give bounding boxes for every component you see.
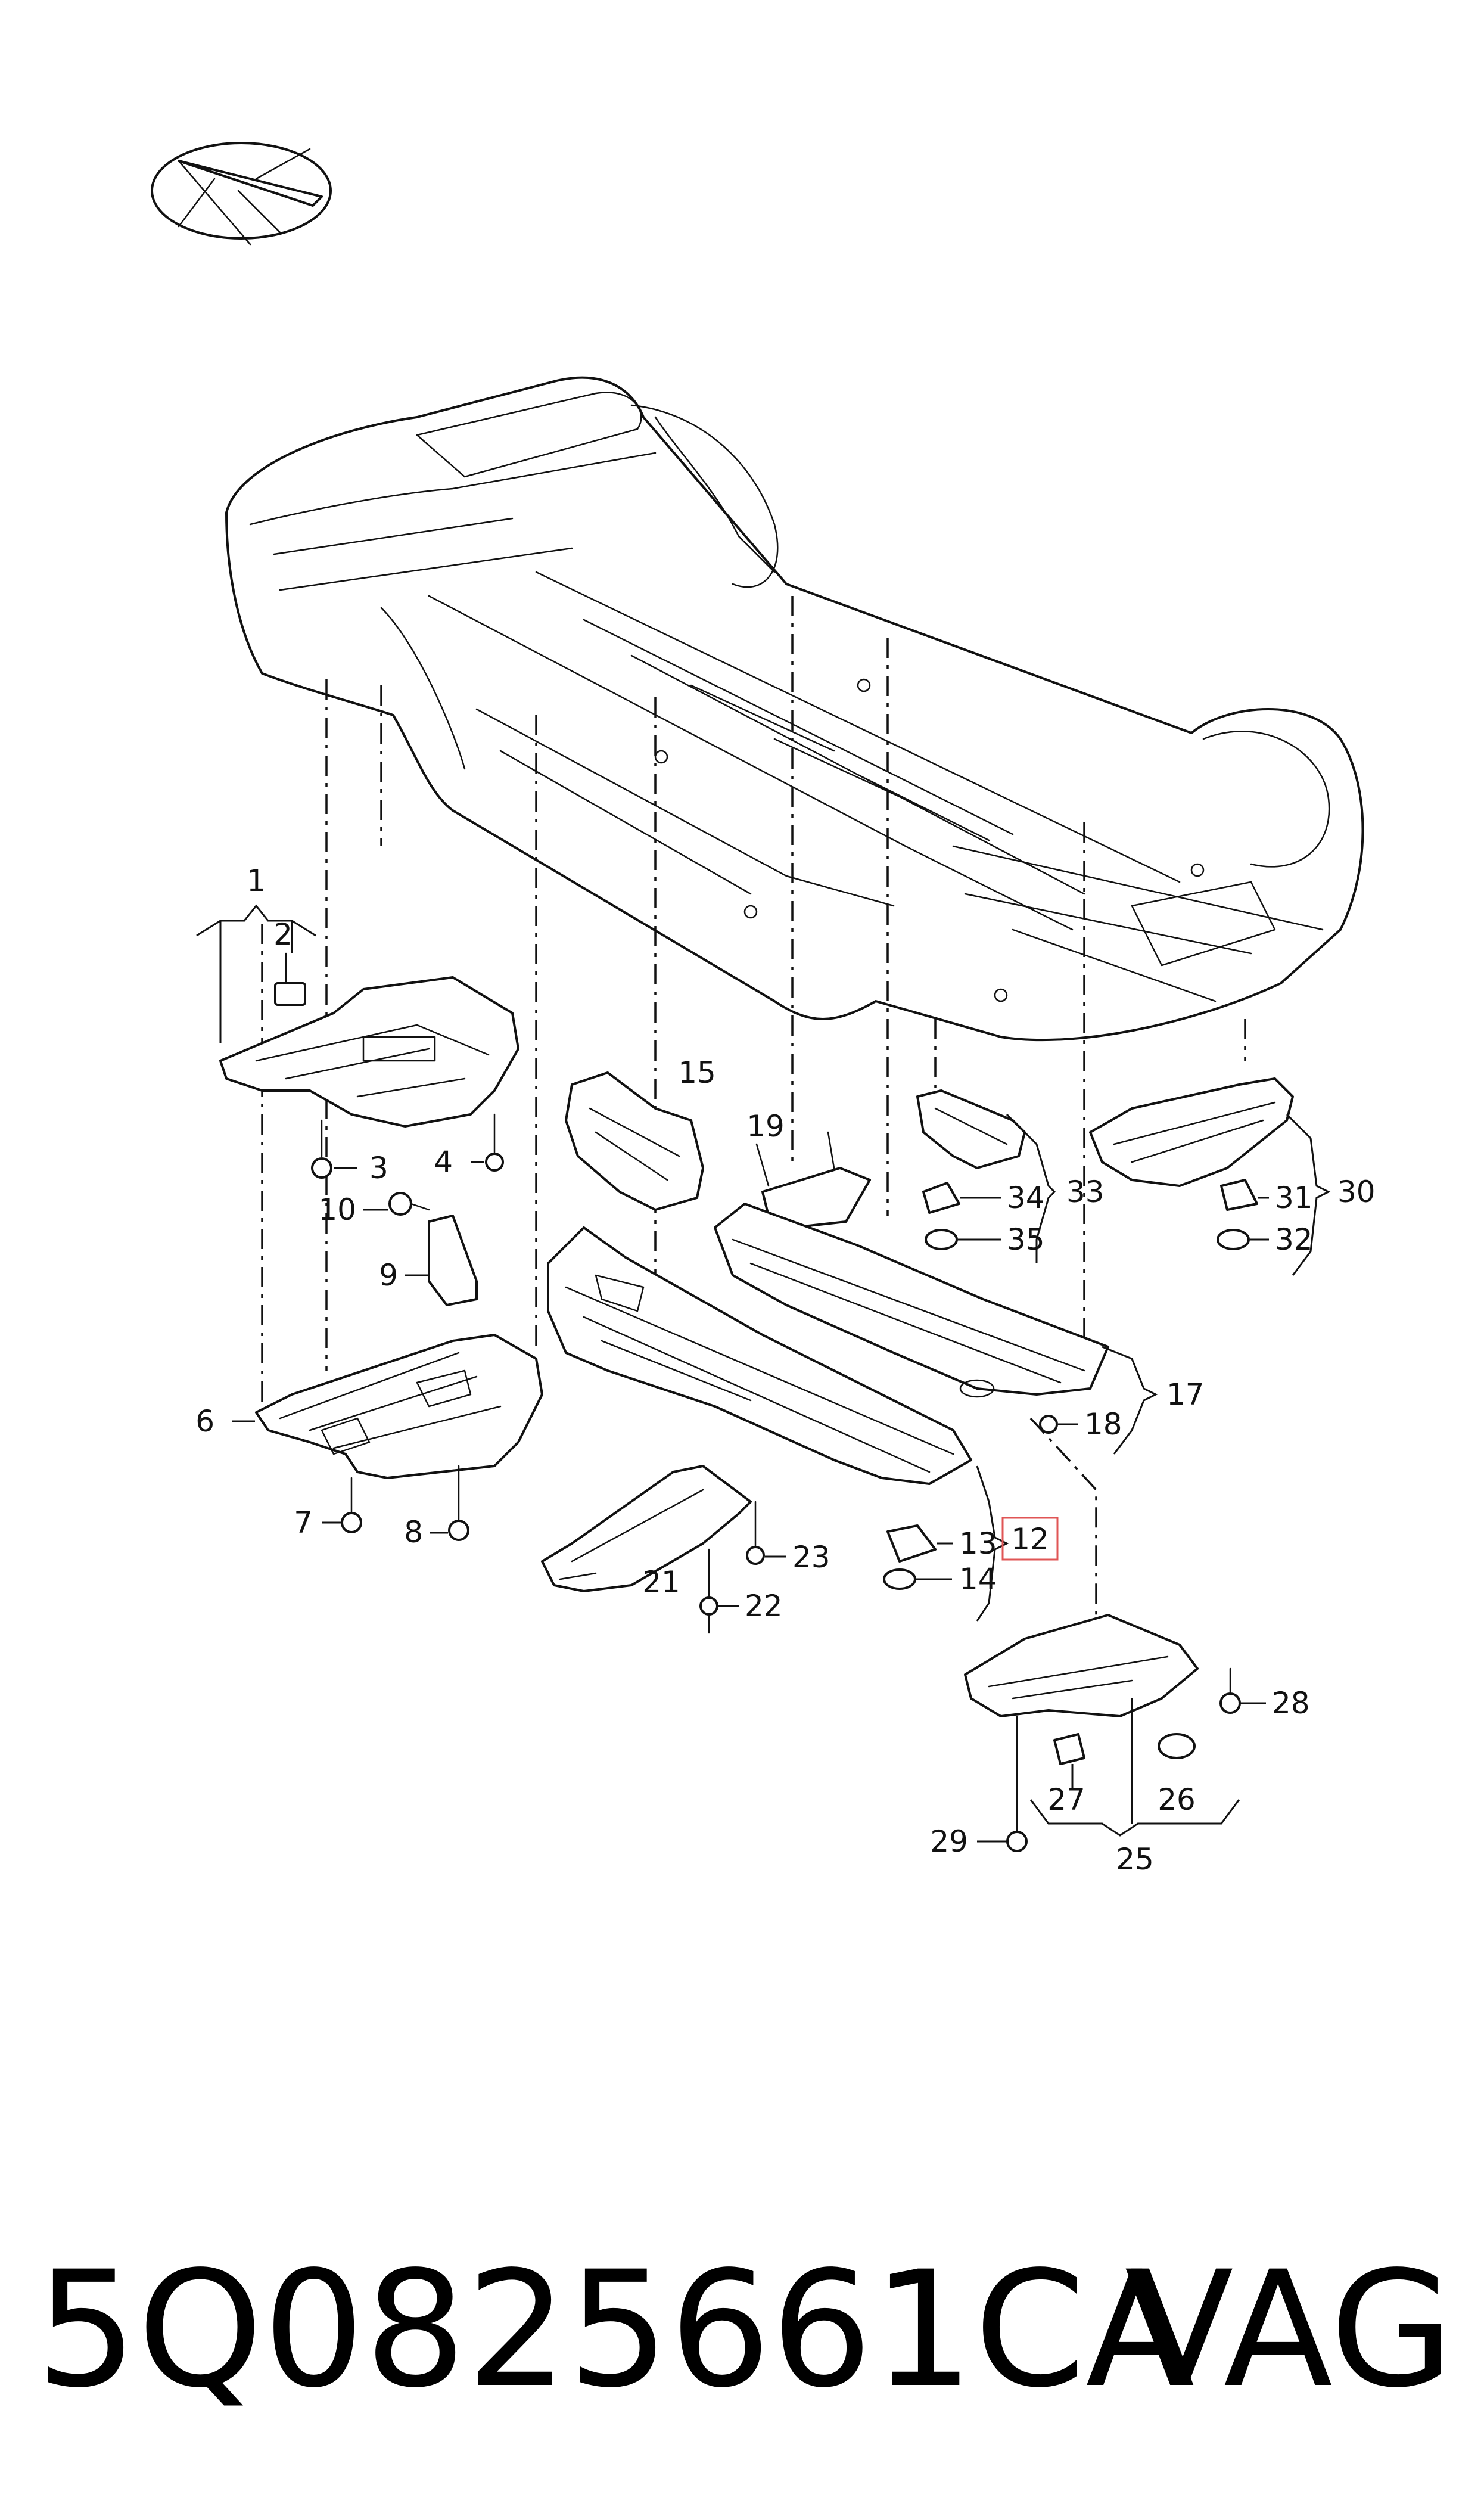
- callout-15: 15: [678, 1055, 716, 1090]
- part-8-screw: [430, 1465, 469, 1541]
- vehicle-underbody: [225, 376, 1364, 1042]
- part-9-bracket: [405, 1215, 478, 1306]
- callout-33: 33: [1066, 1175, 1105, 1209]
- part-26-nut: [1158, 1733, 1196, 1759]
- part-10-bolt: [363, 1192, 430, 1216]
- part-number: 5Q0825661CA: [36, 2237, 1195, 2423]
- part-18-nut: [1039, 1415, 1078, 1434]
- callout-14: 14: [959, 1562, 997, 1596]
- part-34-clip: [922, 1182, 1001, 1214]
- part-1-front-guard: [219, 976, 519, 1128]
- part-14-nut: [883, 1568, 952, 1590]
- part-4-screw: [471, 1113, 504, 1172]
- callout-30: 30: [1337, 1175, 1376, 1209]
- callout-3: 3: [369, 1151, 388, 1185]
- footer: 5Q0825661CA VAG: [36, 2241, 1466, 2419]
- part-2-clip: [274, 952, 306, 1006]
- callout-22: 22: [745, 1589, 783, 1623]
- callout-25: 25: [1116, 1842, 1154, 1877]
- part-6-engine-guard: [232, 1334, 543, 1479]
- brand-name: VAG: [1124, 2237, 1454, 2423]
- callout-6: 6: [195, 1404, 214, 1439]
- part-30-rear-guard: [1089, 1077, 1294, 1187]
- callout-12: 12: [1011, 1522, 1049, 1557]
- part-17-underbody-trim: [714, 1203, 1109, 1398]
- callout-7: 7: [294, 1505, 313, 1540]
- callout-21: 21: [642, 1565, 680, 1599]
- orientation-compass-icon: [151, 142, 332, 246]
- part-3-screw: [311, 1119, 357, 1179]
- callout-27: 27: [1047, 1782, 1085, 1817]
- callout-31: 31: [1275, 1181, 1313, 1215]
- callout-9: 9: [379, 1258, 398, 1293]
- part-7-screw: [322, 1477, 362, 1533]
- callout-4: 4: [434, 1145, 453, 1179]
- callout-29: 29: [930, 1824, 968, 1859]
- part-28-screw: [1219, 1667, 1266, 1714]
- part-22-pin: [699, 1548, 739, 1634]
- callout-18: 18: [1084, 1407, 1122, 1442]
- group-brackets: [196, 904, 1331, 1837]
- callout-32: 32: [1275, 1222, 1313, 1257]
- part-23-screw: [746, 1501, 786, 1565]
- callout-12-highlight-box: [1001, 1517, 1059, 1561]
- callout-10: 10: [318, 1192, 356, 1227]
- part-27-clip: [1053, 1733, 1085, 1765]
- callout-34: 34: [1007, 1181, 1045, 1215]
- callout-23: 23: [792, 1540, 830, 1574]
- part-31-clip: [1220, 1179, 1269, 1211]
- part-21-heat-shield: [541, 1465, 752, 1592]
- part-25-rear-panel: [964, 1614, 1199, 1717]
- callout-labels: 1 2 3 4 6 7 8 9 10 15 19 13 14 17 18 21 …: [195, 864, 1375, 1877]
- callout-26: 26: [1158, 1782, 1196, 1817]
- callout-1: 1: [247, 864, 266, 898]
- callout-19: 19: [746, 1109, 785, 1144]
- callout-2: 2: [273, 917, 293, 952]
- callout-13: 13: [959, 1526, 997, 1561]
- callout-8: 8: [404, 1515, 423, 1549]
- part-35-nut: [925, 1229, 1001, 1250]
- callout-28: 28: [1272, 1686, 1310, 1720]
- part-15-shield: [565, 1071, 704, 1211]
- part-13-clip: [886, 1524, 953, 1563]
- part-32-nut: [1217, 1229, 1269, 1250]
- callout-17: 17: [1166, 1377, 1205, 1412]
- part-33-bracket: [916, 1089, 1026, 1169]
- callout-35: 35: [1007, 1222, 1045, 1257]
- part-12-underbody-trim: [547, 1226, 972, 1485]
- part-29-screw: [977, 1715, 1028, 1852]
